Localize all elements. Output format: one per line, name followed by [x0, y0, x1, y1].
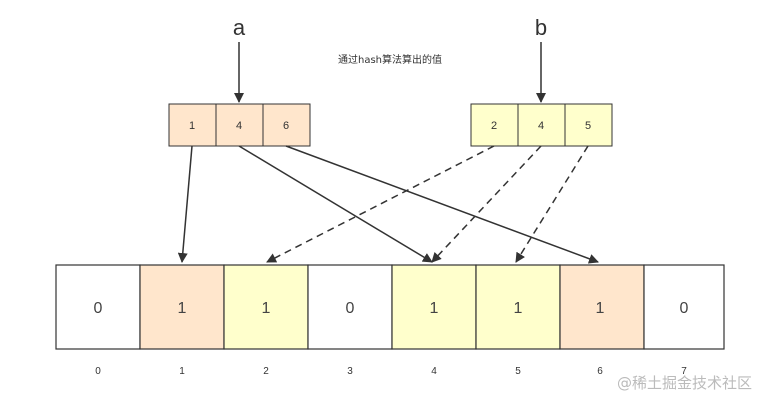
index-label: 5 — [515, 366, 521, 377]
hash-a-cell — [215, 103, 264, 147]
bit-cell-0 — [55, 264, 141, 350]
bit-array: 0 1 1 0 1 1 1 0 — [55, 264, 725, 350]
bit-value: 0 — [346, 300, 355, 317]
bit-value: 1 — [514, 300, 523, 317]
index-label: 6 — [597, 366, 603, 377]
bit-value: 0 — [94, 300, 103, 317]
bit-value: 0 — [680, 300, 689, 317]
bit-value: 1 — [262, 300, 271, 317]
bit-cell-1 — [139, 264, 225, 350]
arrow-b-4-to-bit-4 — [431, 145, 542, 263]
index-label: 2 — [263, 366, 269, 377]
hash-a-value: 4 — [236, 120, 242, 132]
hash-b-cell — [564, 103, 613, 147]
bit-cell-4 — [391, 264, 477, 350]
index-label: 0 — [95, 366, 101, 377]
hash-a-value: 6 — [283, 120, 289, 132]
index-label: 7 — [681, 366, 687, 377]
hash-box-a: 1 4 6 — [168, 103, 311, 147]
bit-cell-7 — [643, 264, 725, 350]
label-b: b — [535, 15, 547, 40]
bit-value: 1 — [178, 300, 187, 317]
hash-b-value: 4 — [538, 120, 544, 132]
hash-note: 通过hash算法算出的值 — [338, 53, 442, 66]
index-label: 4 — [431, 366, 437, 377]
arrow-b-5-to-bit-5 — [515, 145, 589, 263]
hash-a-cell — [262, 103, 311, 147]
arrow-b-2-to-bit-2 — [266, 145, 495, 263]
arrow-a-6-to-bit-6 — [285, 145, 599, 264]
watermark: @稀土掘金技术社区 — [617, 374, 752, 392]
bit-value: 1 — [596, 300, 605, 317]
index-label: 1 — [179, 366, 185, 377]
hash-a-value: 1 — [189, 120, 195, 132]
arrow-a-4-to-bit-4 — [238, 145, 433, 263]
label-a: a — [233, 15, 246, 40]
index-labels: 0 1 2 3 4 5 6 7 — [95, 366, 687, 377]
hash-b-value: 2 — [491, 120, 497, 132]
bit-cell-6 — [559, 264, 645, 350]
bit-cell-5 — [475, 264, 561, 350]
bit-cell-2 — [223, 264, 309, 350]
bit-value: 1 — [430, 300, 439, 317]
hash-b-cell — [470, 103, 519, 147]
hash-b-value: 5 — [585, 120, 591, 132]
hash-box-b: 2 4 5 — [470, 103, 613, 147]
arrow-a-1-to-bit-1 — [177, 145, 193, 263]
index-label: 3 — [347, 366, 353, 377]
